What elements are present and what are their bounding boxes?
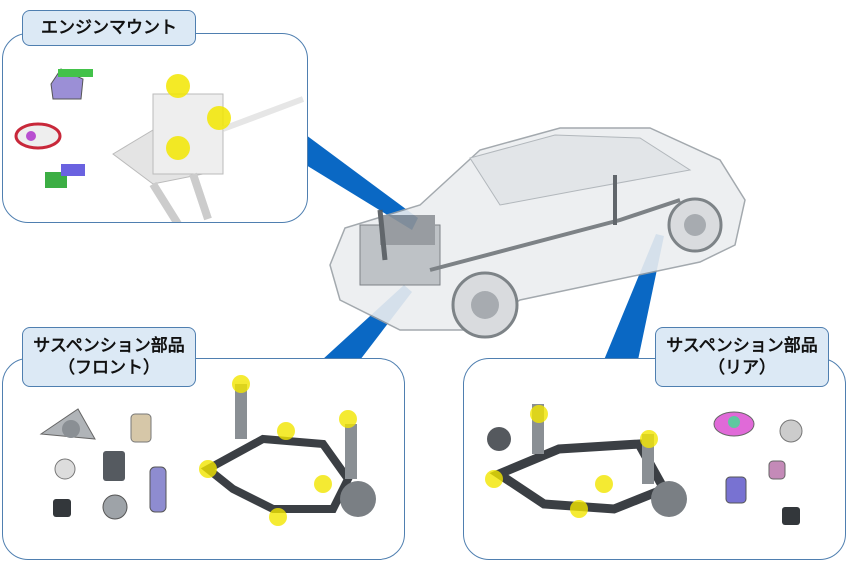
- car-body: [329, 127, 746, 339]
- rear-suspension-parts: [485, 404, 803, 525]
- engine-mount-title: エンジンマウント: [41, 18, 177, 38]
- front-suspension-panel: [2, 358, 405, 560]
- rear-suspension-subtitle: （リア）: [708, 358, 776, 378]
- engine-mount-panel: [2, 33, 308, 223]
- rear-suspension-panel: [463, 358, 846, 560]
- front-suspension-label: サスペンション部品 （フロント）: [22, 327, 196, 387]
- rear-suspension-label: サスペンション部品 （リア）: [655, 327, 829, 387]
- callout-engine: [306, 135, 418, 230]
- engine-mount-parts: [14, 68, 305, 222]
- front-suspension-parts: [39, 375, 376, 526]
- front-suspension-title: サスペンション部品: [33, 336, 185, 356]
- rear-suspension-title: サスペンション部品: [666, 336, 818, 356]
- front-suspension-subtitle: （フロント）: [58, 358, 160, 378]
- engine-mount-label: エンジンマウント: [22, 10, 196, 46]
